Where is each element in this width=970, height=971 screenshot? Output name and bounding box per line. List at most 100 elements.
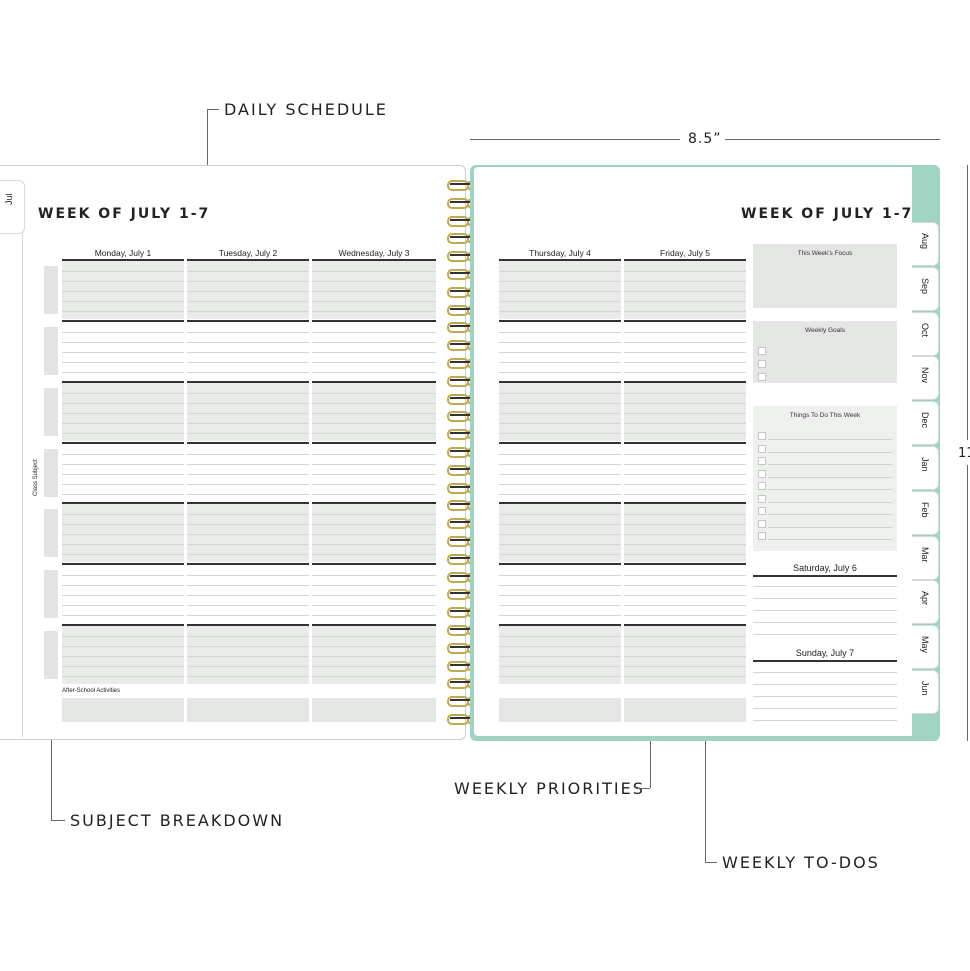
- todo-checkbox[interactable]: [758, 494, 766, 503]
- rule-line: [312, 636, 436, 637]
- schedule-slot[interactable]: [312, 383, 436, 441]
- coil-ring-left: [447, 447, 469, 458]
- schedule-slot[interactable]: [62, 565, 184, 623]
- schedule-slot[interactable]: [187, 626, 309, 684]
- rule-line: [624, 524, 746, 525]
- schedule-slot[interactable]: [499, 261, 621, 319]
- rule-line: [312, 342, 436, 343]
- schedule-slot[interactable]: [187, 504, 309, 562]
- month-tab-nov[interactable]: Nov: [912, 356, 939, 401]
- schedule-slot[interactable]: [499, 444, 621, 502]
- subject-tab[interactable]: [44, 327, 58, 375]
- schedule-slot[interactable]: [624, 383, 746, 441]
- month-tab-sep[interactable]: Sep: [912, 266, 939, 311]
- goal-checkbox[interactable]: [758, 360, 766, 368]
- todo-checkbox[interactable]: [758, 532, 766, 540]
- todo-checkbox[interactable]: [758, 444, 766, 453]
- schedule-slot[interactable]: [624, 322, 746, 380]
- rule-line: [312, 514, 436, 515]
- schedule-slot[interactable]: [312, 626, 436, 684]
- schedule-slot[interactable]: [624, 626, 746, 684]
- schedule-slot[interactable]: [624, 261, 746, 319]
- todo-checkbox[interactable]: [758, 519, 766, 528]
- schedule-slot[interactable]: [62, 322, 184, 380]
- after-school-slot[interactable]: [624, 698, 746, 722]
- after-school-slot[interactable]: [62, 698, 184, 722]
- rule-line: [187, 595, 309, 596]
- after-school-slot[interactable]: [187, 698, 309, 722]
- weekly-focus-box[interactable]: This Week's Focus: [753, 244, 897, 308]
- schedule-slot[interactable]: [624, 444, 746, 502]
- rule-line: [312, 393, 436, 394]
- subject-tab[interactable]: [44, 449, 58, 497]
- schedule-slot[interactable]: [499, 504, 621, 562]
- todo-checkbox[interactable]: [758, 482, 766, 490]
- month-tab-mar[interactable]: Mar: [912, 535, 939, 580]
- after-school-slot[interactable]: [312, 698, 436, 722]
- goal-checkbox[interactable]: [758, 347, 766, 355]
- schedule-slot[interactable]: [187, 444, 309, 502]
- coil-ring-left: [447, 553, 469, 565]
- rule-line: [187, 372, 309, 373]
- schedule-slot[interactable]: [499, 565, 621, 623]
- schedule-slot[interactable]: [312, 565, 436, 623]
- rule-line: [62, 311, 184, 312]
- schedule-slot[interactable]: [62, 444, 184, 502]
- left-month-tab[interactable]: Jul: [0, 180, 25, 234]
- coil-ring-left: [447, 536, 469, 547]
- schedule-slot[interactable]: [312, 322, 436, 380]
- month-tab-feb[interactable]: Feb: [912, 490, 939, 535]
- todo-checkbox[interactable]: [758, 507, 766, 515]
- month-tab-dec[interactable]: Dec: [912, 401, 939, 446]
- row-divider: [499, 381, 621, 383]
- schedule-slot[interactable]: [187, 261, 309, 319]
- weekly-priorities-leader-h1: [636, 788, 650, 789]
- rule-line: [62, 332, 184, 333]
- schedule-slot[interactable]: [499, 322, 621, 380]
- subject-tab[interactable]: [44, 570, 58, 618]
- coil-ring-left: [447, 269, 469, 280]
- coil-ring-left: [447, 518, 469, 530]
- schedule-slot[interactable]: [62, 261, 184, 319]
- schedule-slot[interactable]: [62, 626, 184, 684]
- rule-line: [624, 281, 746, 282]
- schedule-slot[interactable]: [499, 626, 621, 684]
- schedule-slot[interactable]: [187, 322, 309, 380]
- schedule-slot[interactable]: [312, 444, 436, 502]
- schedule-slot[interactable]: [187, 383, 309, 441]
- schedule-slot[interactable]: [187, 565, 309, 623]
- subject-tab[interactable]: [44, 388, 58, 436]
- things-to-do-box[interactable]: Things To Do This Week: [753, 406, 897, 551]
- subject-tab[interactable]: [44, 631, 58, 679]
- month-tab-jun[interactable]: Jun: [912, 670, 939, 714]
- todo-line: [768, 501, 892, 503]
- rule-line: [312, 484, 436, 485]
- subject-tab[interactable]: [44, 266, 58, 314]
- coil-ring-left: [447, 197, 469, 209]
- rule-line: [624, 372, 746, 373]
- after-school-slot[interactable]: [499, 698, 621, 722]
- todo-checkbox[interactable]: [758, 432, 766, 440]
- rule-line: [624, 413, 746, 414]
- weekly-goals-box[interactable]: Weekly Goals: [753, 321, 897, 383]
- month-tab-may[interactable]: May: [912, 625, 939, 670]
- month-tab-oct[interactable]: Oct: [912, 311, 939, 356]
- month-tab-jan[interactable]: Jan: [912, 446, 939, 490]
- subject-tab[interactable]: [44, 509, 58, 557]
- rule-line: [499, 311, 621, 312]
- schedule-slot[interactable]: [312, 261, 436, 319]
- schedule-slot[interactable]: [62, 383, 184, 441]
- schedule-slot[interactable]: [624, 565, 746, 623]
- coil-ring-left: [447, 393, 469, 405]
- month-tab-aug[interactable]: Aug: [912, 222, 939, 266]
- schedule-slot[interactable]: [62, 504, 184, 562]
- todo-checkbox[interactable]: [758, 469, 766, 478]
- coil-bar: [450, 592, 484, 595]
- subject-breakdown-callout: SUBJECT BREAKDOWN: [70, 811, 285, 830]
- schedule-slot[interactable]: [499, 383, 621, 441]
- goal-checkbox[interactable]: [758, 373, 766, 381]
- schedule-slot[interactable]: [624, 504, 746, 562]
- month-tab-apr[interactable]: Apr: [912, 580, 939, 625]
- todo-checkbox[interactable]: [758, 457, 766, 465]
- schedule-slot[interactable]: [312, 504, 436, 562]
